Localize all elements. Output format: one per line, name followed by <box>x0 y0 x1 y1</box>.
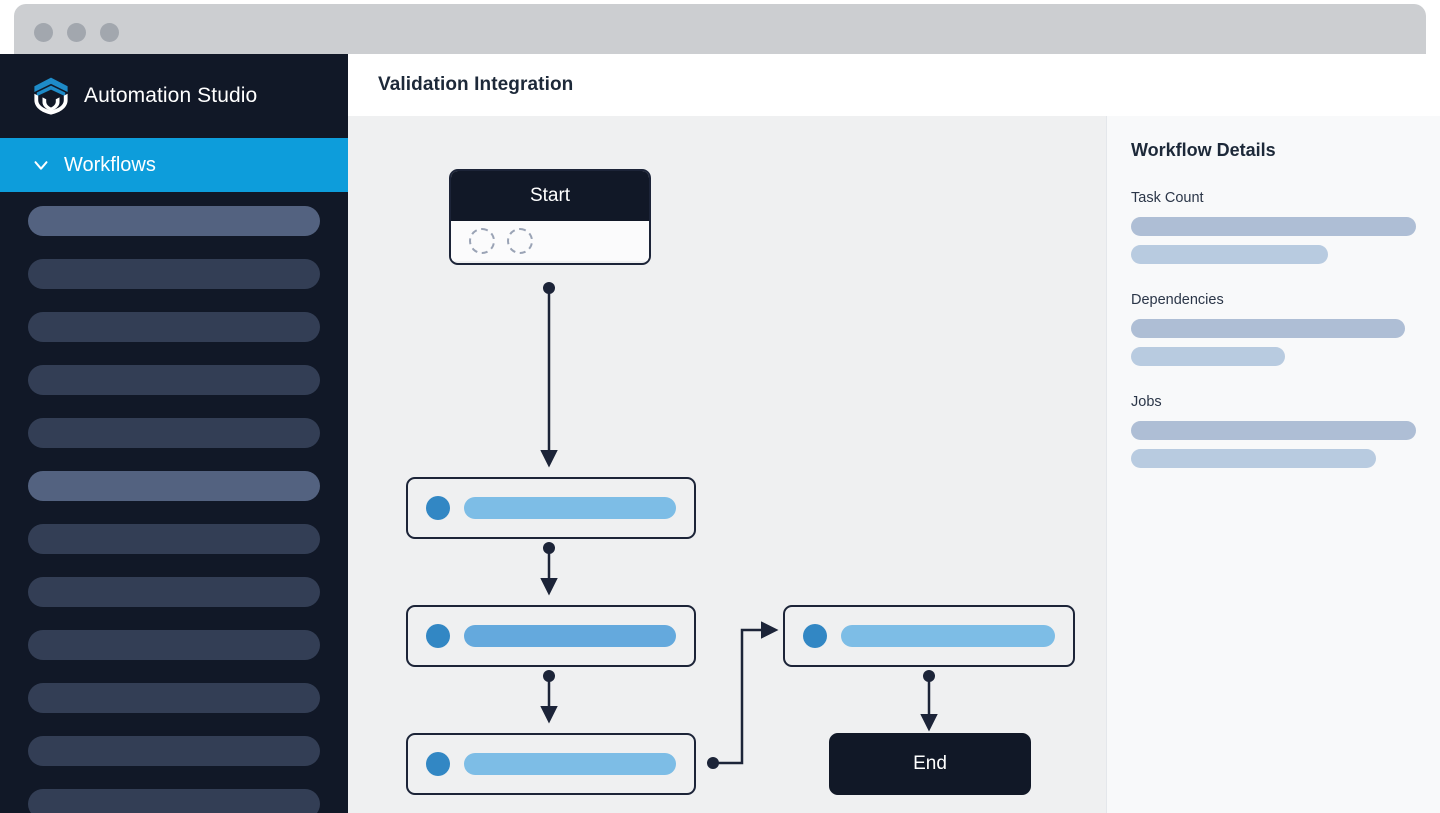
sidebar-placeholder-item[interactable] <box>28 577 320 607</box>
brand-header: Automation Studio <box>0 54 348 138</box>
detail-value-placeholder <box>1131 217 1416 236</box>
task-label-placeholder <box>464 497 676 519</box>
sidebar-placeholder-item[interactable] <box>28 471 320 501</box>
topbar: Validation Integration <box>348 54 1440 116</box>
sidebar-placeholder-list <box>0 206 348 813</box>
detail-value-placeholder <box>1131 449 1377 468</box>
node-task-2[interactable] <box>406 605 696 667</box>
node-task-3[interactable] <box>406 733 696 795</box>
sidebar-placeholder-item[interactable] <box>28 789 320 813</box>
detail-value-placeholder <box>1131 421 1416 440</box>
sidebar-placeholder-item[interactable] <box>28 418 320 448</box>
workflow-details-panel: Workflow Details Task Count Dependencies… <box>1106 116 1440 813</box>
sidebar-item-workflows-label: Workflows <box>64 153 156 176</box>
detail-group-jobs: Jobs <box>1131 394 1416 468</box>
task-status-dot-icon <box>426 496 450 520</box>
edge-task3-to-task4 <box>713 621 779 765</box>
task-label-placeholder <box>464 753 676 775</box>
detail-value-placeholder <box>1131 347 1285 366</box>
sidebar-placeholder-item[interactable] <box>28 630 320 660</box>
node-task-1-content <box>426 496 676 520</box>
sidebar-placeholder-item[interactable] <box>28 259 320 289</box>
detail-label: Task Count <box>1131 190 1204 206</box>
node-start-label: Start <box>529 185 571 206</box>
details-panel-title: Workflow Details <box>1131 140 1276 160</box>
sidebar: Automation Studio Workflows <box>0 54 348 813</box>
brand-name-label: Automation Studio <box>84 84 258 107</box>
sidebar-placeholder-item[interactable] <box>28 736 320 766</box>
task-label-placeholder <box>841 625 1055 647</box>
detail-group-task-count: Task Count <box>1131 190 1416 264</box>
node-end-label: End <box>913 753 947 774</box>
sidebar-placeholder-item[interactable] <box>28 206 320 236</box>
maximize-dot-icon[interactable] <box>100 23 119 42</box>
node-start-body <box>451 221 649 261</box>
sidebar-item-workflows[interactable]: Workflows <box>0 138 348 192</box>
page-title: Validation Integration <box>378 74 574 95</box>
node-start-header: Start <box>451 171 649 221</box>
workflow-canvas[interactable]: Start <box>348 116 1106 813</box>
detail-group-dependencies: Dependencies <box>1131 292 1416 366</box>
node-end[interactable]: End <box>829 733 1031 795</box>
hexagon-shield-logo-icon <box>32 76 70 116</box>
placeholder-circle-icon <box>469 228 495 254</box>
task-status-dot-icon <box>426 624 450 648</box>
task-label-placeholder <box>464 625 676 647</box>
node-task-4[interactable] <box>783 605 1075 667</box>
detail-label: Dependencies <box>1131 292 1224 308</box>
detail-value-placeholder <box>1131 319 1405 338</box>
close-dot-icon[interactable] <box>34 23 53 42</box>
traffic-light-group <box>34 23 119 42</box>
node-task-3-content <box>426 752 676 776</box>
node-start[interactable]: Start <box>449 169 651 265</box>
node-task-4-content <box>803 624 1055 648</box>
task-status-dot-icon <box>803 624 827 648</box>
task-status-dot-icon <box>426 752 450 776</box>
node-task-1[interactable] <box>406 477 696 539</box>
detail-value-placeholder <box>1131 245 1328 264</box>
sidebar-placeholder-item[interactable] <box>28 683 320 713</box>
minimize-dot-icon[interactable] <box>67 23 86 42</box>
sidebar-placeholder-item[interactable] <box>28 312 320 342</box>
workflow-edges <box>540 282 938 769</box>
node-task-2-content <box>426 624 676 648</box>
placeholder-circle-icon <box>507 228 533 254</box>
detail-label: Jobs <box>1131 394 1162 410</box>
window-titlebar <box>14 4 1426 54</box>
chevron-down-icon <box>30 154 52 176</box>
sidebar-placeholder-item[interactable] <box>28 365 320 395</box>
sidebar-placeholder-item[interactable] <box>28 524 320 554</box>
